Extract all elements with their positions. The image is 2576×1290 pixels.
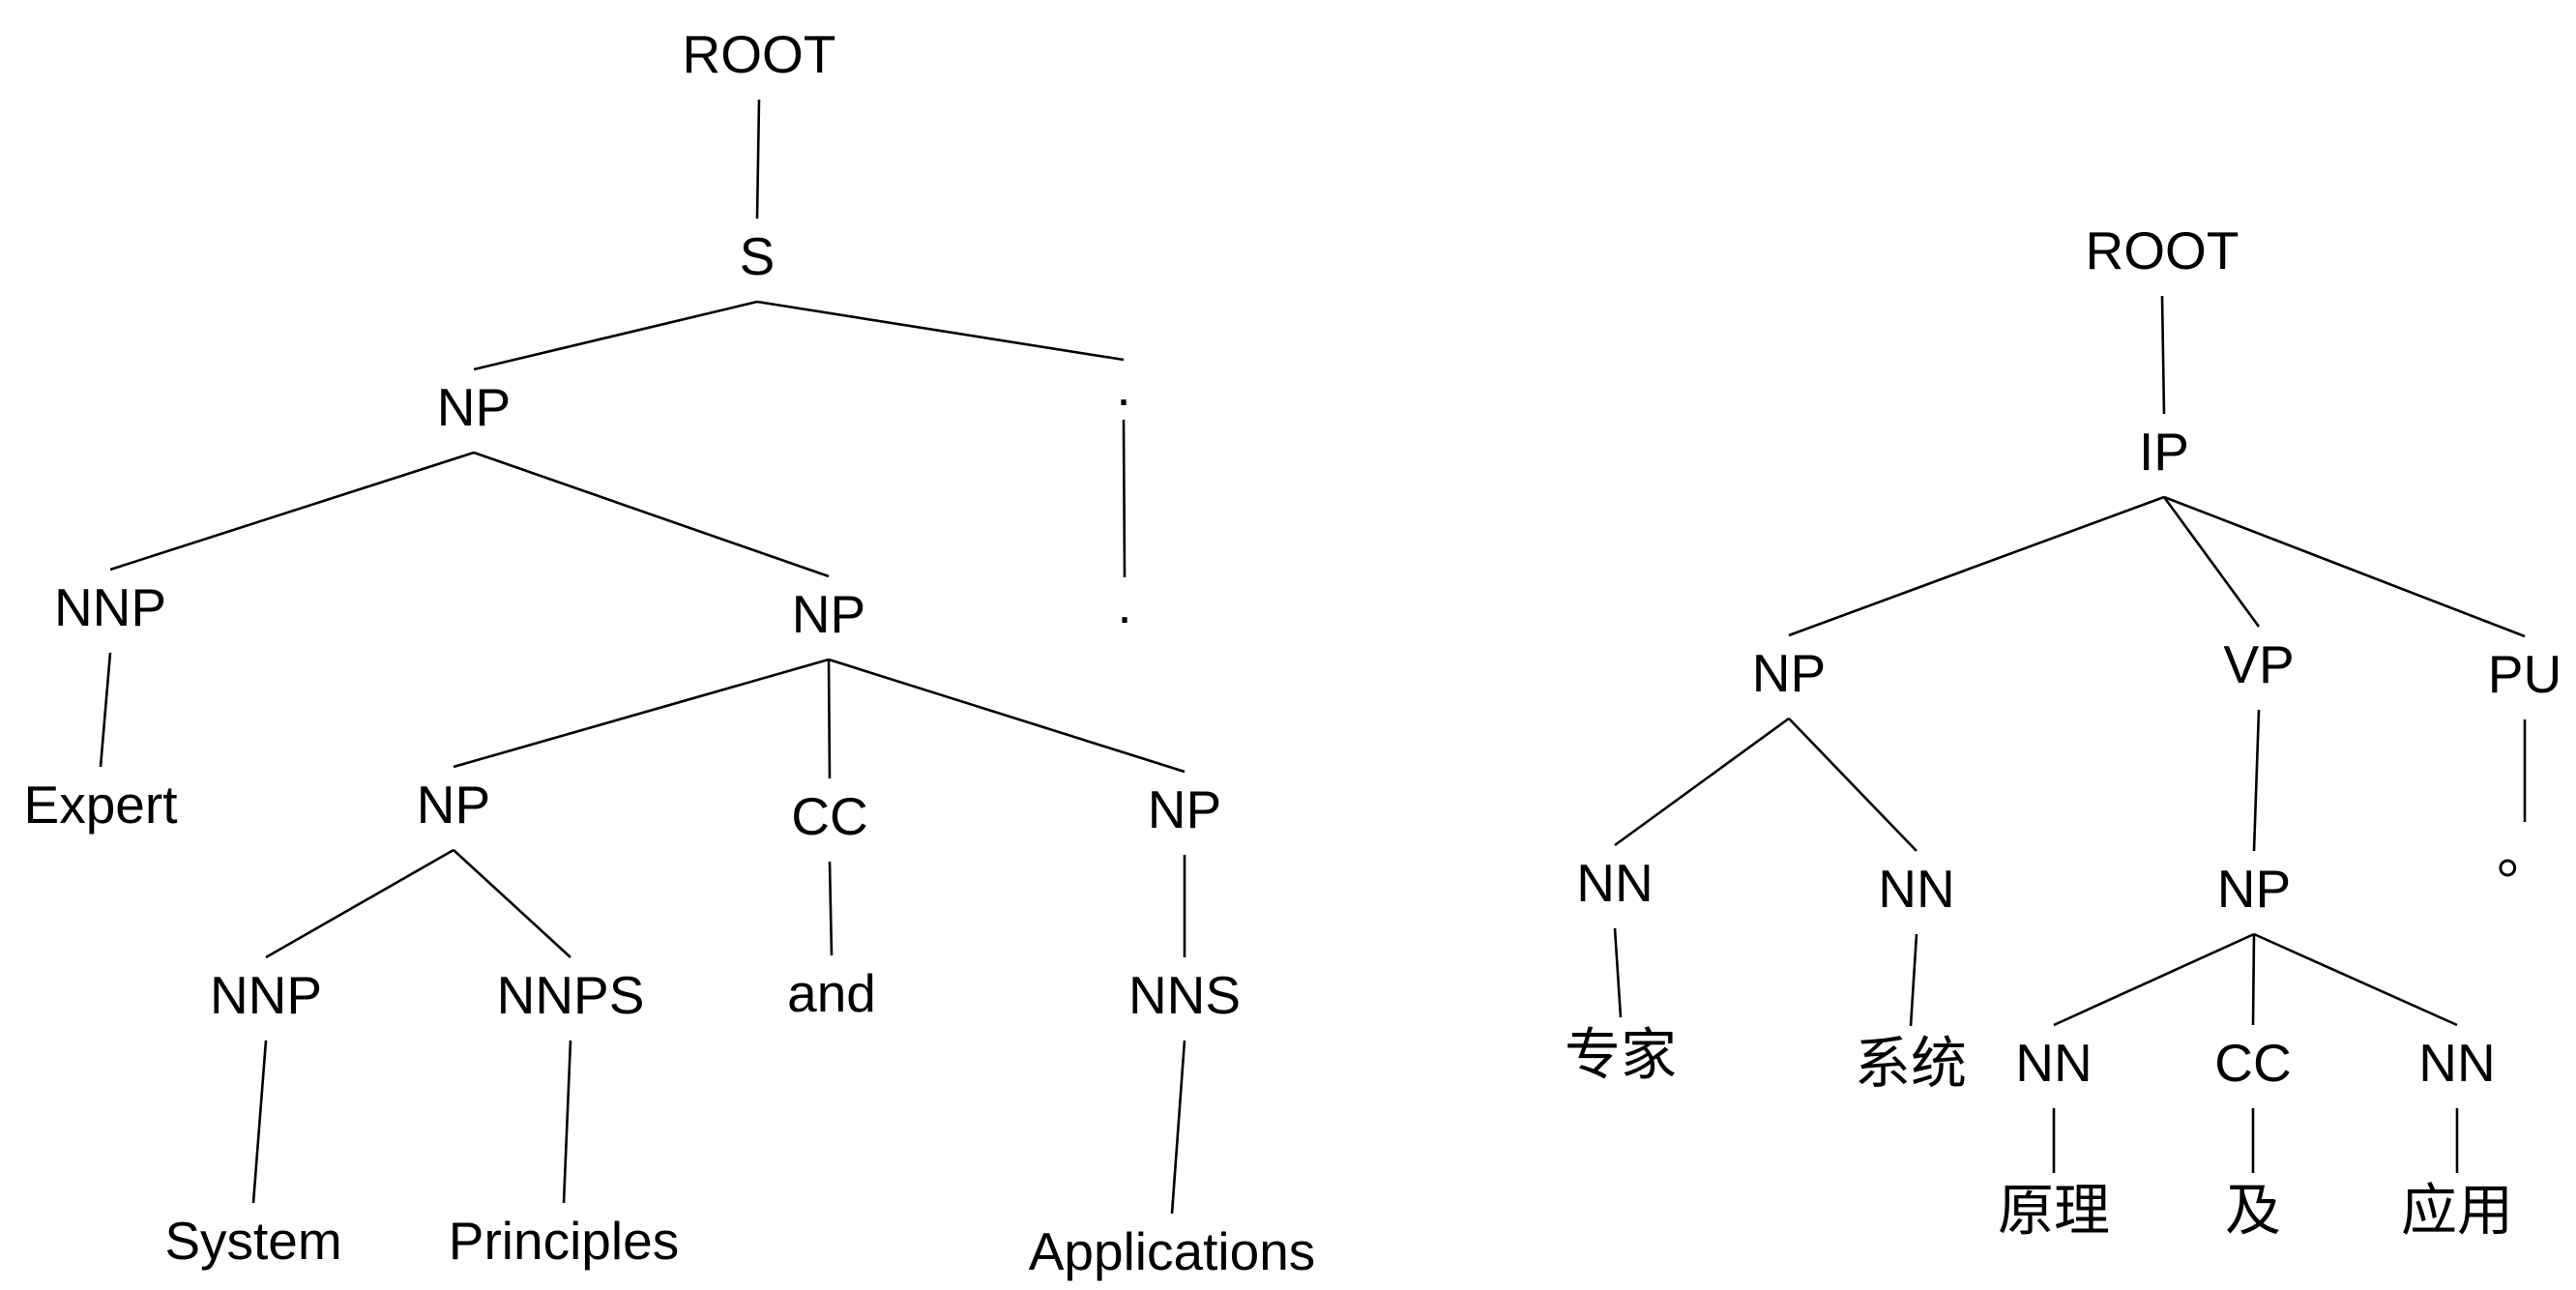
- tree-leaf-ideographic-period: 。: [2496, 822, 2554, 886]
- edge-nnps-principles: [562, 1040, 572, 1204]
- tree-node-pu: PU: [2487, 644, 2562, 705]
- edge-periodtag-period: [1122, 419, 1127, 578]
- edge-np-nn4: [2253, 932, 2458, 1027]
- tree-node-root-zh: ROOT: [2085, 220, 2239, 281]
- tree-leaf-and: and: [787, 963, 876, 1024]
- edge-nnp-system: [251, 1040, 268, 1204]
- edge-nns-applications: [1170, 1040, 1186, 1215]
- tree-node-np-subj: NP: [1751, 643, 1827, 704]
- tree-node-root-en: ROOT: [682, 24, 836, 85]
- edge-np-nn2: [1788, 718, 1917, 852]
- tree-node-np-apps: NP: [1147, 779, 1222, 840]
- tree-node-nnp-system: NNP: [209, 965, 323, 1026]
- tree-leaf-system: System: [164, 1211, 342, 1272]
- edge-npconj-nnps: [453, 849, 571, 958]
- edge-root-s: [755, 99, 761, 220]
- edge-np-npapps: [828, 658, 1186, 774]
- tree-leaf-ji: 及: [2224, 1179, 2282, 1243]
- edge-nnp-expert: [99, 652, 112, 768]
- edge-nn-xitong: [1909, 933, 1918, 1027]
- edge-np-cc: [2251, 933, 2256, 1026]
- edge-np-nn3: [2053, 932, 2255, 1027]
- tree-node-vp: VP: [2223, 634, 2295, 695]
- edge-np-np: [473, 451, 830, 578]
- tree-node-nnp-expert: NNP: [53, 577, 167, 638]
- tree-node-nn-xitong: NN: [1878, 859, 1955, 920]
- tree-node-nns: NNS: [1127, 965, 1242, 1026]
- tree-node-np-top: NP: [436, 377, 512, 438]
- tree-node-np-obj: NP: [2216, 859, 2292, 920]
- edge-ip-vp: [2162, 496, 2261, 628]
- tree-node-cc-zh: CC: [2214, 1033, 2292, 1094]
- edge-ip-np: [1788, 495, 2165, 637]
- edge-vp-np: [2252, 709, 2261, 852]
- tree-node-cc-en: CC: [791, 786, 868, 847]
- tree-leaf-yingyong: 应用: [2400, 1179, 2514, 1243]
- tree-node-nnps: NNPS: [496, 965, 645, 1026]
- tree-node-np-mid: NP: [791, 584, 866, 645]
- edge-nn-zhuanjia: [1613, 927, 1623, 1018]
- edge-root-ip: [2160, 295, 2166, 415]
- edge-s-np: [473, 300, 758, 371]
- edge-cc-and: [828, 861, 834, 956]
- tree-node-nn-yingyong: NN: [2418, 1033, 2496, 1094]
- tree-node-nn-yuanli: NN: [2015, 1033, 2093, 1094]
- tree-node-np-conj: NP: [416, 775, 491, 836]
- edge-npconj-nnp: [265, 848, 454, 959]
- tree-leaf-zhuanjia: 专家: [1564, 1023, 1678, 1087]
- edge-np-npconj: [453, 658, 830, 769]
- edge-np-cc: [827, 659, 832, 779]
- edge-ip-pu: [2163, 495, 2526, 638]
- tree-node-s: S: [739, 226, 776, 287]
- tree-leaf-yuanli: 原理: [1997, 1179, 2111, 1243]
- tree-node-ip: IP: [2139, 422, 2189, 483]
- tree-leaf-xitong: 系统: [1854, 1032, 1968, 1096]
- tree-node-nn-zhuanjia: NN: [1576, 853, 1654, 914]
- tree-leaf-principles: Principles: [448, 1211, 680, 1272]
- edge-np-nnp: [109, 451, 475, 572]
- edge-s-period: [756, 300, 1125, 362]
- tree-leaf-expert: Expert: [23, 775, 178, 836]
- tree-leaf-applications: Applications: [1028, 1221, 1316, 1282]
- edge-np-nn1: [1614, 717, 1790, 847]
